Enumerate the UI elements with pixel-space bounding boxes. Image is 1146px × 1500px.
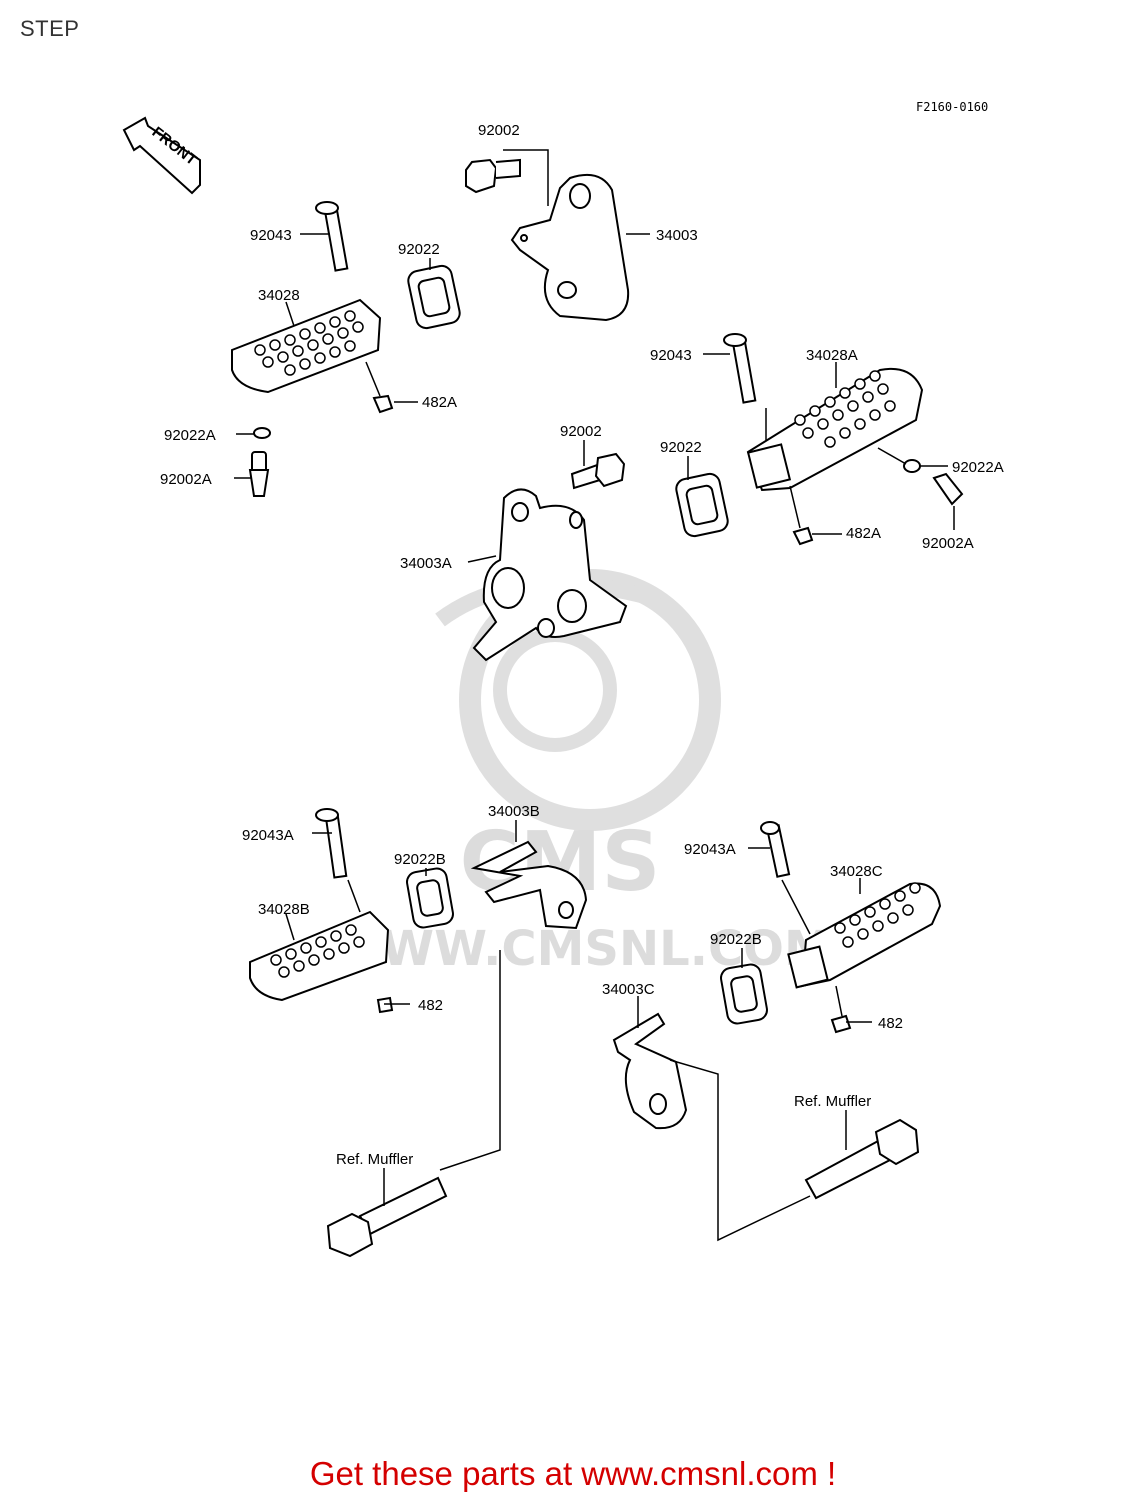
- part-ref-muffler-bolt-right: [804, 1118, 920, 1200]
- part-92002A-bolt-left: [248, 451, 270, 497]
- label-92022A-left: 92022A: [164, 427, 216, 444]
- label-482A-left: 482A: [422, 394, 457, 411]
- front-arrow-icon: FRONT: [122, 116, 201, 195]
- label-92002-top: 92002: [478, 122, 520, 139]
- part-92022-rubber-left: [407, 264, 461, 330]
- page-title: STEP: [20, 16, 80, 41]
- part-34028-footpeg: [231, 298, 382, 394]
- figure-code: F2160-0160: [916, 100, 988, 114]
- part-92022-rubber-right: [675, 472, 729, 538]
- label-482-right: 482: [878, 1015, 903, 1032]
- label-92043-right: 92043: [650, 347, 692, 364]
- label-ref-muffler-right: Ref. Muffler: [794, 1093, 871, 1110]
- part-92022A-washer-left: [253, 427, 271, 439]
- part-482A-nut-right: [792, 526, 814, 546]
- part-92022B-rubber-left: [406, 867, 454, 929]
- part-34003-bracket: [510, 174, 630, 322]
- label-92022A-right: 92022A: [952, 459, 1004, 476]
- label-92043-left: 92043: [250, 227, 292, 244]
- part-92002-bolt-mid: [570, 452, 626, 490]
- part-482-nut-left: [376, 996, 394, 1014]
- label-92002A-left: 92002A: [160, 471, 212, 488]
- part-34028C-footpeg: [787, 882, 942, 989]
- label-92043A-right: 92043A: [684, 841, 736, 858]
- label-34028A: 34028A: [806, 347, 858, 364]
- part-92043A-pin-left: [315, 808, 348, 879]
- part-34003C-bracket: [612, 1012, 688, 1130]
- part-92022A-washer-right: [903, 459, 921, 473]
- label-34003: 34003: [656, 227, 698, 244]
- part-482-nut-right: [830, 1014, 852, 1034]
- label-ref-muffler-left: Ref. Muffler: [336, 1151, 413, 1168]
- part-92002A-bolt-right: [932, 472, 964, 506]
- label-34028C: 34028C: [830, 863, 883, 880]
- part-34028B-footpeg: [249, 910, 390, 1002]
- label-482-left: 482: [418, 997, 443, 1014]
- part-92043A-pin-right: [760, 821, 791, 878]
- part-34003A-bracket: [472, 488, 628, 662]
- label-34028: 34028: [258, 287, 300, 304]
- part-labels: 92002 34003 92043 92022 34028 482A 92022…: [160, 122, 1004, 1168]
- footer-link[interactable]: Get these parts at www.cmsnl.com !: [309, 1455, 837, 1492]
- part-92002-bolt-top: [465, 158, 521, 194]
- label-92002-mid: 92002: [560, 423, 602, 440]
- label-92043A-left: 92043A: [242, 827, 294, 844]
- label-34003B: 34003B: [488, 803, 540, 820]
- footer-cta: Get these parts at www.cmsnl.com !: [0, 1455, 1146, 1493]
- label-92022B-left: 92022B: [394, 851, 446, 868]
- label-92022-left: 92022: [398, 241, 440, 258]
- label-482A-right: 482A: [846, 525, 881, 542]
- part-34003B-bracket: [470, 840, 588, 930]
- label-34028B: 34028B: [258, 901, 310, 918]
- part-92022B-rubber-right: [720, 963, 768, 1025]
- leader-lines: [234, 149, 955, 1242]
- label-92002A-right: 92002A: [922, 535, 974, 552]
- part-92043-pin-left: [315, 201, 349, 272]
- label-92022B-right: 92022B: [710, 931, 762, 948]
- label-92022-right: 92022: [660, 439, 702, 456]
- part-92043-pin-right: [723, 333, 757, 404]
- part-482A-nut-left: [372, 394, 394, 414]
- label-34003C: 34003C: [602, 981, 655, 998]
- part-34028A-footpeg: [746, 368, 924, 492]
- label-34003A: 34003A: [400, 555, 452, 572]
- part-ref-muffler-bolt-left: [326, 1176, 448, 1258]
